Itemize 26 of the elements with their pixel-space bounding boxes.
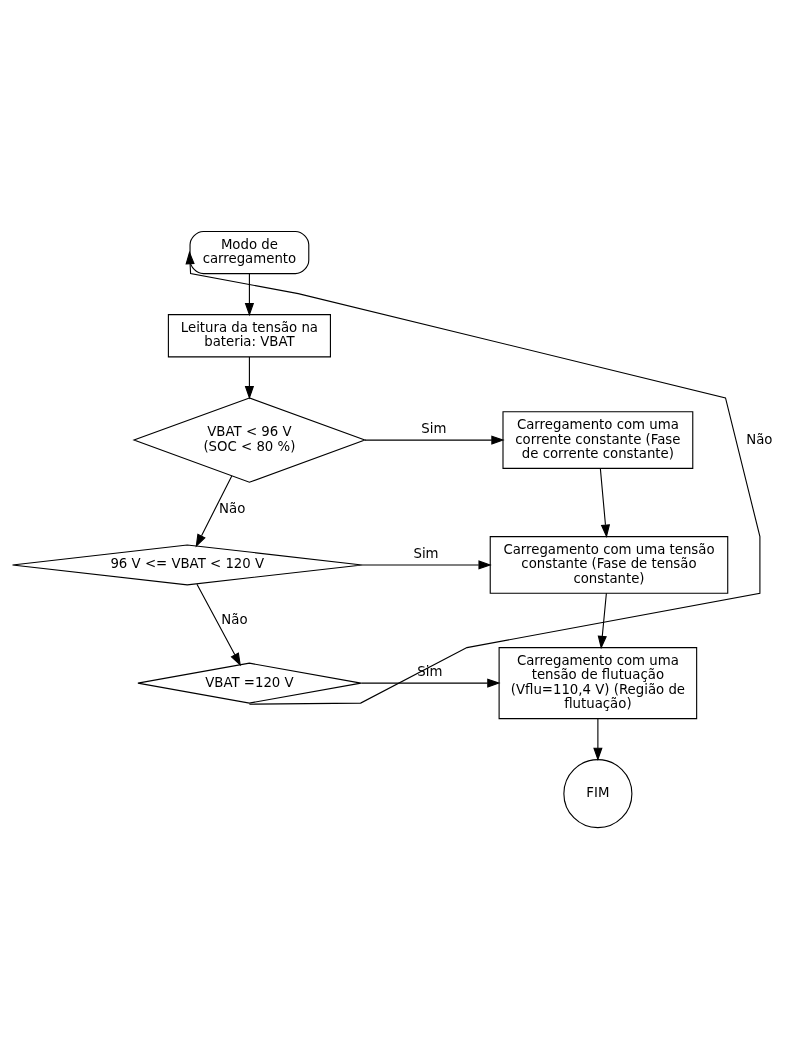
node-diamond: VBAT < 96 V (SOC < 80 %) [132,396,367,483]
edge-label: Sim [421,420,447,436]
arrow [364,434,505,445]
node-box: Carregamento com uma corrente constante (Fase de corrente constante) [502,410,694,469]
arrow [597,592,607,649]
node-box: Carregamento com uma tensão constante (Fase de tensão constante) [489,535,729,594]
node-box: Modo de carregamento [189,230,310,274]
arrow [599,467,611,538]
arrow [361,559,492,570]
node-diamond: 96 V <= VBAT < 120 V [11,543,363,585]
arrow [196,583,241,666]
node-diamond: VBAT =120 V [137,662,362,704]
edge-label: Sim [413,545,439,561]
arrow [185,250,761,705]
edge-label: Não [746,431,773,447]
arrow [244,356,255,399]
node-box: Carregamento com uma tensão de flutuação (Vflu=110,4 V) (Região de flutuação) [498,646,698,719]
node-circle: FIM [563,758,633,828]
edge-label: Sim [417,663,443,679]
arrow [360,677,501,688]
arrow [195,474,233,547]
edge-label: Não [221,611,248,627]
arrow [593,717,603,761]
arrow [244,272,255,316]
edge-label: Não [219,500,246,516]
node-box: Leitura da tensão na bateria: VBAT [167,313,331,357]
